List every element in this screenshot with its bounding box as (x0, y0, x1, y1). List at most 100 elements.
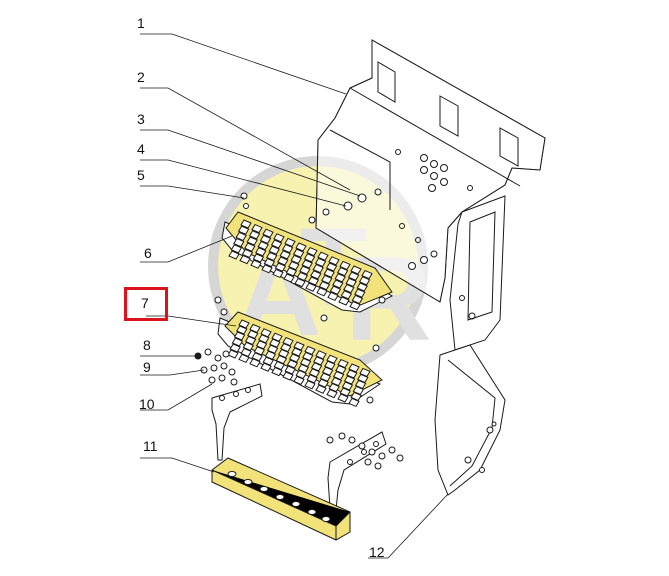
tread-cell (292, 248, 305, 258)
tread-cell (233, 331, 246, 341)
tread-cell (277, 348, 290, 359)
tread-cell (295, 369, 307, 380)
tread-cell (332, 279, 344, 289)
tread-cell (299, 265, 311, 275)
tread-cell (313, 356, 325, 366)
callout-6: 6 (144, 245, 152, 261)
tread-cell (268, 245, 280, 255)
callout-4: 4 (137, 141, 145, 157)
tread-cell (272, 268, 284, 279)
fasteners (194, 188, 438, 470)
tread-cell (240, 347, 252, 358)
tread-cell (284, 365, 296, 375)
tread-cell (358, 276, 371, 286)
tread-cell (310, 362, 323, 372)
tread-cell (255, 247, 267, 257)
tread-cell (357, 373, 369, 384)
tread-cell (244, 242, 256, 252)
tread-cell (282, 371, 294, 381)
tread-cell (242, 341, 255, 352)
tread-cell (231, 337, 244, 347)
tread-cell (306, 246, 318, 257)
tread-cell (330, 376, 343, 387)
tread-cell (318, 280, 331, 291)
tread-cell (247, 329, 259, 340)
tread-cell (274, 262, 287, 272)
callout-1: 1 (137, 15, 145, 31)
tread-cell (308, 368, 321, 378)
tread-cell (350, 391, 362, 402)
tread-cell (293, 375, 305, 386)
tread-cell (346, 369, 358, 379)
tread-cell (304, 380, 316, 390)
tread-cell (352, 385, 365, 396)
callout-8: 8 (143, 337, 151, 353)
tread-cell (347, 271, 360, 281)
tread-cell (239, 254, 251, 265)
tread-cell (269, 338, 281, 348)
bottom-step (211, 457, 351, 541)
tread-cell (343, 375, 356, 385)
tread-cell (317, 251, 329, 261)
tread-cell (230, 244, 243, 254)
tread-cell (238, 353, 250, 364)
tread-cell (284, 237, 296, 248)
tread-cell (288, 353, 301, 363)
tread-cell (319, 372, 332, 382)
tread-cell (266, 251, 278, 262)
tread-cell (337, 393, 349, 403)
tread-cell (233, 237, 245, 248)
tread-cell (246, 236, 258, 246)
tread-cell (296, 271, 309, 282)
tread-cell (329, 285, 342, 295)
tread-cell (236, 325, 248, 335)
tread-cell (263, 257, 276, 268)
tread-cell (328, 256, 340, 266)
tread-cell (251, 352, 263, 362)
tread-cell (294, 277, 306, 288)
tread-cell (297, 363, 310, 374)
hanger-bracket-right (327, 431, 387, 511)
callout-2: 2 (137, 69, 145, 85)
tread-cell (361, 269, 373, 280)
tread-cell (271, 366, 283, 377)
tread-cell (354, 288, 366, 298)
tread-cell (250, 259, 262, 269)
tread-cell (339, 387, 351, 397)
tread-cell (340, 290, 353, 300)
callout-11: 11 (143, 438, 158, 454)
highlight-box (124, 287, 168, 321)
callout-3: 3 (137, 111, 145, 127)
tread-cell (302, 351, 314, 362)
tread-cell (337, 358, 349, 369)
tread-cell (348, 397, 360, 408)
tread-cell (251, 223, 263, 234)
tread-cell (291, 347, 303, 357)
tread-cell (341, 381, 354, 391)
tread-cell (235, 231, 247, 242)
tread-cell (228, 250, 240, 260)
tread-cell (249, 358, 261, 368)
tread-cell (321, 366, 334, 376)
tread-cell (328, 382, 340, 393)
tread-cell (255, 340, 268, 350)
tread-cell (282, 336, 294, 347)
tread-cell (279, 250, 291, 260)
tread-cell (249, 323, 261, 334)
tread-cell (241, 248, 254, 259)
tread-cell (257, 240, 269, 251)
tread-cell (325, 262, 338, 272)
upper-tread-plate (221, 211, 394, 313)
tread-cell (258, 334, 270, 344)
mudguard-flap (434, 344, 506, 496)
tread-cell (237, 225, 250, 235)
tread-cell (244, 335, 257, 346)
tread-cell (339, 260, 351, 271)
tread-cell (260, 362, 272, 372)
tread-cell (323, 268, 335, 278)
tread-cell (283, 273, 295, 283)
tread-cell (273, 360, 285, 371)
tread-cell (306, 374, 318, 384)
tread-cell (351, 294, 364, 305)
